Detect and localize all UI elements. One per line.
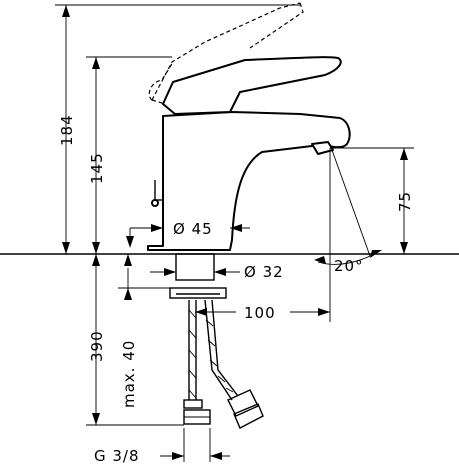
raised-lever-outline xyxy=(148,2,304,101)
dim-spout-clearance: 75 xyxy=(330,147,414,254)
dim-spout-height: 145 xyxy=(86,56,172,254)
dim-body-diameter: Ø 45 xyxy=(126,220,250,248)
dim-shank-diameter: Ø 32 xyxy=(150,263,284,281)
dim-label-145: 145 xyxy=(88,152,106,184)
dim-label-100: 100 xyxy=(244,304,276,322)
dim-spray-angle: 20° xyxy=(314,148,382,322)
dim-hose-length: 390 xyxy=(86,254,184,426)
dim-label-diameter-32: Ø 32 xyxy=(244,263,284,281)
dim-thread: G 3/8 xyxy=(94,428,230,465)
dim-max-thickness: max. 40 xyxy=(118,254,170,408)
dim-label-20-degree: 20° xyxy=(334,257,364,275)
supply-hoses xyxy=(183,299,264,429)
dim-label-184: 184 xyxy=(58,114,76,146)
dim-overall-height: 184 xyxy=(55,4,300,254)
dim-label-max-40: max. 40 xyxy=(120,340,138,408)
dim-projection: 100 xyxy=(195,304,330,322)
dim-label-390: 390 xyxy=(88,330,106,362)
dim-label-diameter-45: Ø 45 xyxy=(173,220,213,238)
mounting-shank xyxy=(169,253,227,299)
dim-label-g-3-8: G 3/8 xyxy=(94,447,140,465)
dim-label-75: 75 xyxy=(396,191,414,212)
